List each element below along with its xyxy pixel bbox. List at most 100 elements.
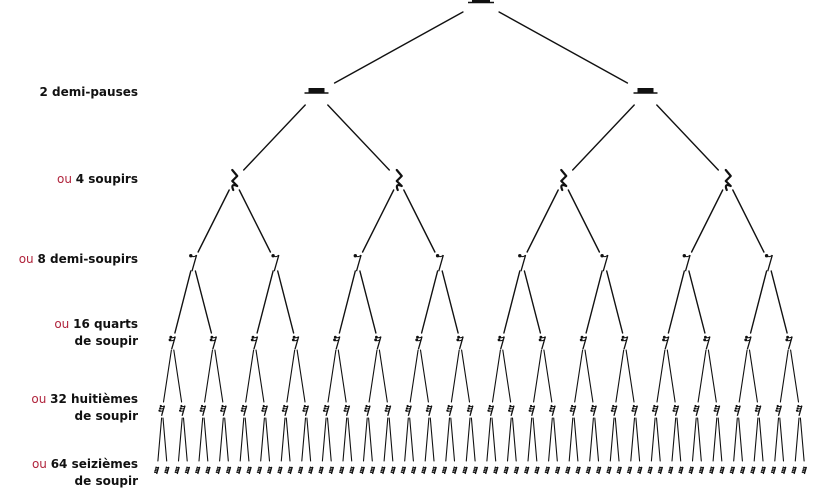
connector-line [614, 417, 620, 462]
seizieme-de-soupir-icon [801, 466, 807, 475]
connector-line [697, 417, 702, 462]
huitieme-de-soupir-icon [281, 404, 289, 416]
quart-de-soupir-icon [785, 335, 793, 350]
soupir-icon [395, 168, 403, 192]
connector-line [506, 417, 512, 462]
seizieme-de-soupir-icon [555, 466, 561, 475]
seizieme-de-soupir-icon [729, 466, 736, 475]
connector-line [204, 349, 214, 403]
huitieme-de-soupir-icon [775, 404, 782, 416]
connector-line [568, 417, 574, 462]
connector-line [667, 270, 685, 334]
connector-line [635, 417, 641, 462]
seizieme-de-soupir-icon [246, 466, 252, 475]
huitieme-de-soupir-icon [693, 404, 700, 416]
connector-line [368, 417, 373, 462]
connector-line [548, 417, 553, 462]
connector-line [224, 417, 229, 462]
connector-line [553, 417, 558, 462]
level-label-prefix: ou [57, 172, 76, 186]
connector-line [378, 349, 388, 403]
level-label-line1: 2 demi-pauses [39, 84, 138, 101]
connector-line [758, 417, 764, 462]
connector-line [606, 270, 624, 334]
connector-line [738, 417, 743, 462]
level-label-prefix: ou [54, 317, 74, 331]
connector-line [296, 349, 306, 403]
seizieme-de-soupir-icon [770, 466, 777, 475]
connector-line [203, 417, 209, 462]
quart-de-soupir-icon [415, 335, 423, 350]
seizieme-de-soupir-icon [740, 466, 746, 475]
quart-de-soupir-icon [250, 335, 259, 350]
huitieme-de-soupir-icon [261, 404, 268, 416]
connector-line [239, 417, 245, 462]
quart-de-soupir-icon [291, 335, 300, 350]
quart-de-soupir-icon [662, 335, 670, 350]
huitieme-de-soupir-icon [405, 404, 412, 416]
seizieme-de-soupir-icon [267, 466, 273, 475]
seizieme-de-soupir-icon [606, 466, 612, 475]
seizieme-de-soupir-icon [380, 466, 386, 475]
connector-line [242, 104, 306, 171]
connector-line [794, 417, 800, 462]
level-label-line1: ou 16 quarts [54, 316, 138, 333]
connector-line [182, 417, 188, 462]
connector-line [157, 417, 163, 462]
connector-line [656, 349, 666, 403]
huitieme-de-soupir-icon [199, 404, 207, 416]
soupir-icon [231, 168, 239, 192]
connector-line [173, 349, 183, 403]
huitieme-de-soupir-icon [425, 404, 433, 416]
connector-line [676, 417, 682, 462]
connector-line [327, 349, 337, 403]
quart-de-soupir-icon [703, 335, 711, 350]
seizieme-de-soupir-icon [256, 466, 263, 475]
symbols-level-0 [468, 0, 494, 4]
connector-line [691, 417, 697, 462]
seizieme-de-soupir-icon [369, 466, 376, 475]
connector-line [511, 417, 517, 462]
level-label-line1: ou 32 huitièmes [31, 391, 138, 408]
connector-line [260, 417, 265, 462]
level-label-text: 8 demi-soupirs [37, 252, 138, 266]
connector-line [585, 270, 603, 334]
connector-line [359, 270, 377, 334]
level-label-text: 4 soupirs [75, 172, 138, 186]
seizieme-de-soupir-icon [215, 466, 221, 475]
connector-line [333, 11, 464, 84]
demi-soupir-icon [518, 254, 527, 272]
seizieme-de-soupir-icon [421, 466, 427, 475]
connector-line [799, 417, 805, 462]
symbols-level-6 [154, 466, 807, 475]
seizieme-de-soupir-icon [472, 466, 478, 475]
connector-line [688, 270, 706, 334]
connector-line [450, 417, 456, 462]
huitieme-de-soupir-icon [795, 404, 803, 416]
connector-line [321, 417, 327, 462]
quart-de-soupir-icon [744, 335, 752, 350]
seizieme-de-soupir-icon [709, 466, 715, 475]
connector-line [533, 349, 543, 403]
symbols-level-4 [168, 335, 793, 350]
quart-de-soupir-icon [538, 335, 547, 350]
connector-line [388, 417, 394, 462]
demi-pause-icon [304, 88, 329, 94]
seizieme-de-soupir-icon [174, 466, 180, 475]
level-label-line1: ou 4 soupirs [57, 171, 138, 188]
huitieme-de-soupir-icon [713, 404, 721, 416]
connector-line [338, 270, 356, 334]
seizieme-de-soupir-icon [462, 466, 468, 475]
connector-line [441, 270, 459, 334]
tree-svg [154, 0, 807, 475]
connector-line [214, 349, 224, 403]
huitieme-de-soupir-icon [549, 404, 556, 416]
connectors-level-0 [333, 11, 629, 84]
connector-line [615, 349, 625, 403]
seizieme-de-soupir-icon [205, 466, 211, 475]
connector-line [491, 417, 497, 462]
connector-line [219, 417, 224, 462]
seizieme-de-soupir-icon [544, 466, 550, 475]
seizieme-de-soupir-icon [698, 466, 705, 475]
